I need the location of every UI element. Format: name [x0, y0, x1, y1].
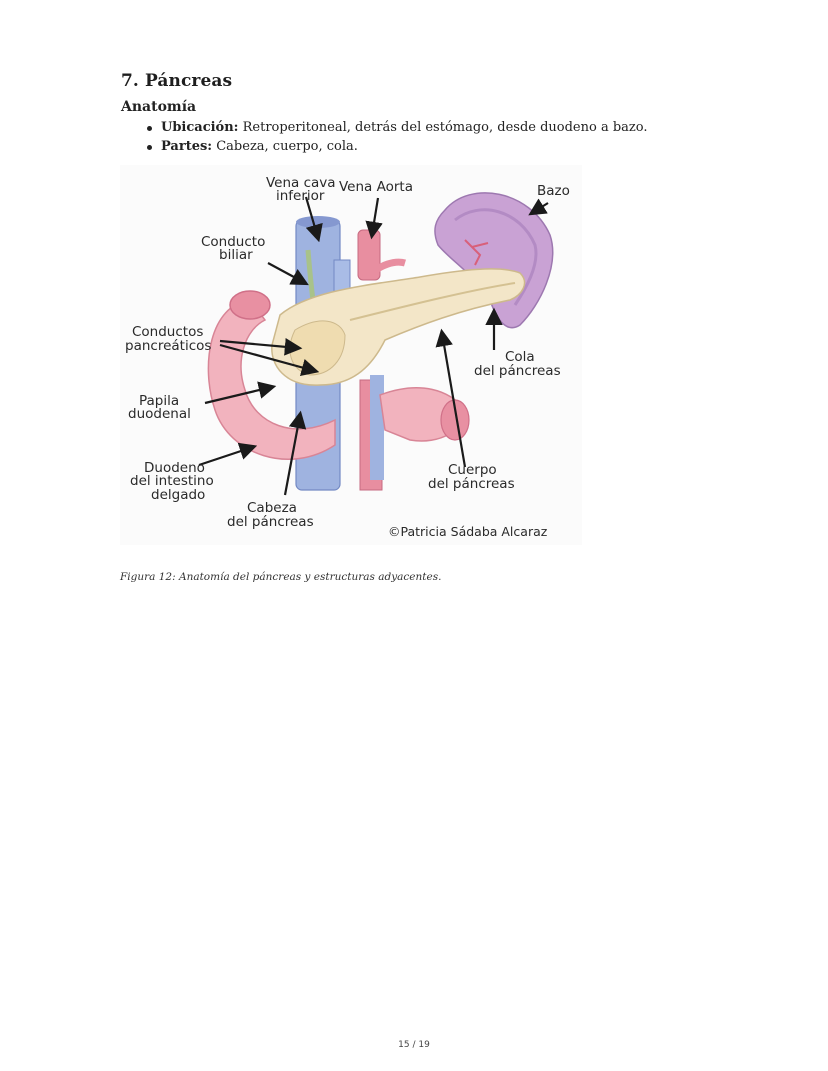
spleen-shape — [434, 192, 554, 329]
label-cabeza-2: del páncreas — [227, 514, 314, 530]
figure-caption: Figura 12: Anatomía del páncreas y estru… — [120, 571, 442, 583]
label-cola: Cola — [505, 349, 535, 365]
label-cola-2: del páncreas — [474, 363, 561, 379]
duodenum-shape — [207, 290, 470, 460]
section-subtitle: Anatomía — [121, 99, 197, 115]
bullet-icon — [147, 126, 152, 131]
label-conducto-biliar: Conducto — [201, 234, 265, 250]
label-duodeno-3: delgado — [151, 487, 205, 503]
label-cuerpo: Cuerpo — [448, 462, 497, 478]
label-papila-2: duodenal — [128, 406, 191, 422]
label-papila: Papila — [139, 393, 179, 409]
label-duodeno: Duodeno — [144, 460, 205, 476]
label-conductos-pancreaticos-2: pancreáticos — [125, 338, 211, 354]
section-title: 7. Páncreas — [121, 71, 233, 91]
bullet-label: Partes: — [161, 138, 213, 154]
label-conducto-biliar-2: biliar — [219, 247, 253, 263]
bullet-list: Ubicación: Retroperitoneal, detrás del e… — [121, 119, 648, 156]
pancreas-anatomy-figure: Vena cava inferior Vena Aorta Bazo Condu… — [120, 165, 582, 545]
bullet-icon — [147, 144, 152, 150]
label-vena-cava-2: inferior — [276, 188, 325, 204]
pancreas-diagram: Vena cava inferior Vena Aorta Bazo Condu… — [125, 175, 570, 539]
label-vena-aorta: Vena Aorta — [339, 179, 413, 195]
page-number: 15 / 19 — [398, 1040, 430, 1050]
label-copyright: ©Patricia Sádaba Alcaraz — [388, 524, 548, 539]
label-arrows — [198, 196, 549, 496]
label-duodeno-2: del intestino — [130, 473, 214, 489]
label-cabeza: Cabeza — [247, 500, 297, 516]
bullet-label: Ubicación: — [161, 120, 239, 135]
list-item: Ubicación: Retroperitoneal, detrás del e… — [121, 119, 648, 138]
list-item: Partes: Cabeza, cuerpo, cola. — [121, 138, 648, 157]
label-conductos-pancreaticos: Conductos — [132, 324, 203, 340]
bullet-text: Cabeza, cuerpo, cola. — [212, 138, 358, 154]
label-cuerpo-2: del páncreas — [428, 476, 515, 492]
label-bazo: Bazo — [537, 183, 570, 199]
bullet-text: Retroperitoneal, detrás del estómago, de… — [238, 120, 648, 135]
label-vena-cava: Vena cava — [266, 175, 336, 191]
